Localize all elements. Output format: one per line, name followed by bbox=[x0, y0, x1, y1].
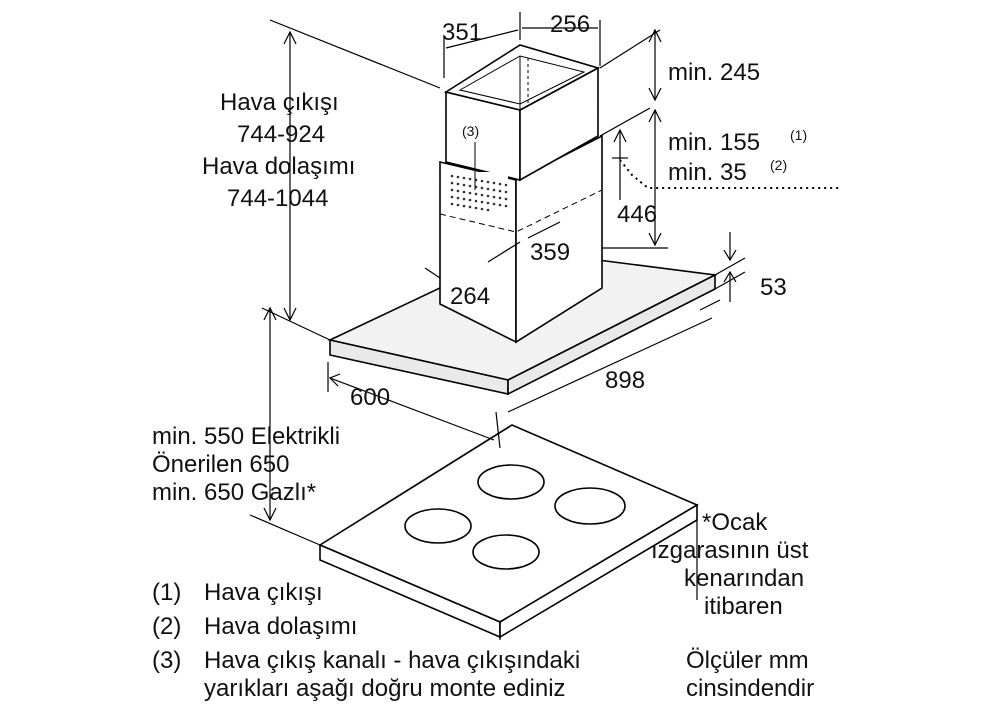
units-note-line2: cinsindendir bbox=[686, 675, 814, 702]
footnote-line1: *Ocak bbox=[702, 509, 768, 536]
dimension-labels: 351 256 min. 245 min. 155 (1) min. 35 (2… bbox=[152, 11, 814, 702]
dim-600: 600 bbox=[350, 384, 390, 411]
legend-num-3: (3) bbox=[152, 647, 181, 674]
dimension-lines bbox=[249, 12, 840, 640]
dim-446: 446 bbox=[617, 201, 657, 228]
dim-351: 351 bbox=[442, 19, 482, 46]
marker-2: (2) bbox=[770, 157, 787, 173]
dim-256: 256 bbox=[550, 11, 590, 38]
legend-text-4: yarıkları aşağı doğru monte ediniz bbox=[204, 675, 566, 702]
legend-text-1: Hava çıkışı bbox=[204, 579, 323, 606]
hood-chimney bbox=[439, 44, 603, 344]
footnote-line3: kenarından bbox=[684, 565, 804, 592]
legend-text-2: Hava dolaşımı bbox=[204, 613, 357, 640]
legend: (1) Hava çıkışı (2) Hava dolaşımı (3) Ha… bbox=[152, 579, 580, 702]
footnote-line2: ızgarasının üst bbox=[651, 537, 809, 564]
vent-slots bbox=[448, 172, 508, 212]
marker-1: (1) bbox=[790, 127, 807, 143]
dim-min-245: min. 245 bbox=[668, 59, 760, 86]
units-note-line1: Ölçüler mm bbox=[686, 647, 809, 674]
dim-359: 359 bbox=[530, 239, 570, 266]
dim-min-155: min. 155 bbox=[668, 129, 760, 156]
legend-num-2: (2) bbox=[152, 613, 181, 640]
dim-min-35: min. 35 bbox=[668, 159, 747, 186]
height-label-line2: 744-924 bbox=[237, 121, 325, 148]
dim-264: 264 bbox=[450, 283, 490, 310]
height-label-line3: Hava dolaşımı bbox=[202, 153, 355, 180]
legend-num-1: (1) bbox=[152, 579, 181, 606]
cooktop bbox=[318, 424, 699, 639]
height-label-line4: 744-1044 bbox=[227, 185, 328, 212]
marker-3: (3) bbox=[462, 123, 479, 139]
dim-53: 53 bbox=[760, 274, 787, 301]
distance-label-line3: min. 650 Gazlı* bbox=[152, 479, 316, 506]
burner-back bbox=[477, 464, 545, 500]
burner-left bbox=[404, 508, 472, 544]
burner-front bbox=[472, 534, 540, 570]
footnote-line4: itibaren bbox=[704, 593, 783, 620]
legend-text-3: Hava çıkış kanalı - hava çıkışındaki bbox=[204, 647, 580, 674]
height-label-line1: Hava çıkışı bbox=[220, 89, 339, 116]
burner-right bbox=[554, 487, 626, 525]
dim-898: 898 bbox=[605, 367, 645, 394]
distance-label-line1: min. 550 Elektrikli bbox=[152, 423, 340, 450]
distance-label-line2: Önerilen 650 bbox=[152, 451, 289, 478]
